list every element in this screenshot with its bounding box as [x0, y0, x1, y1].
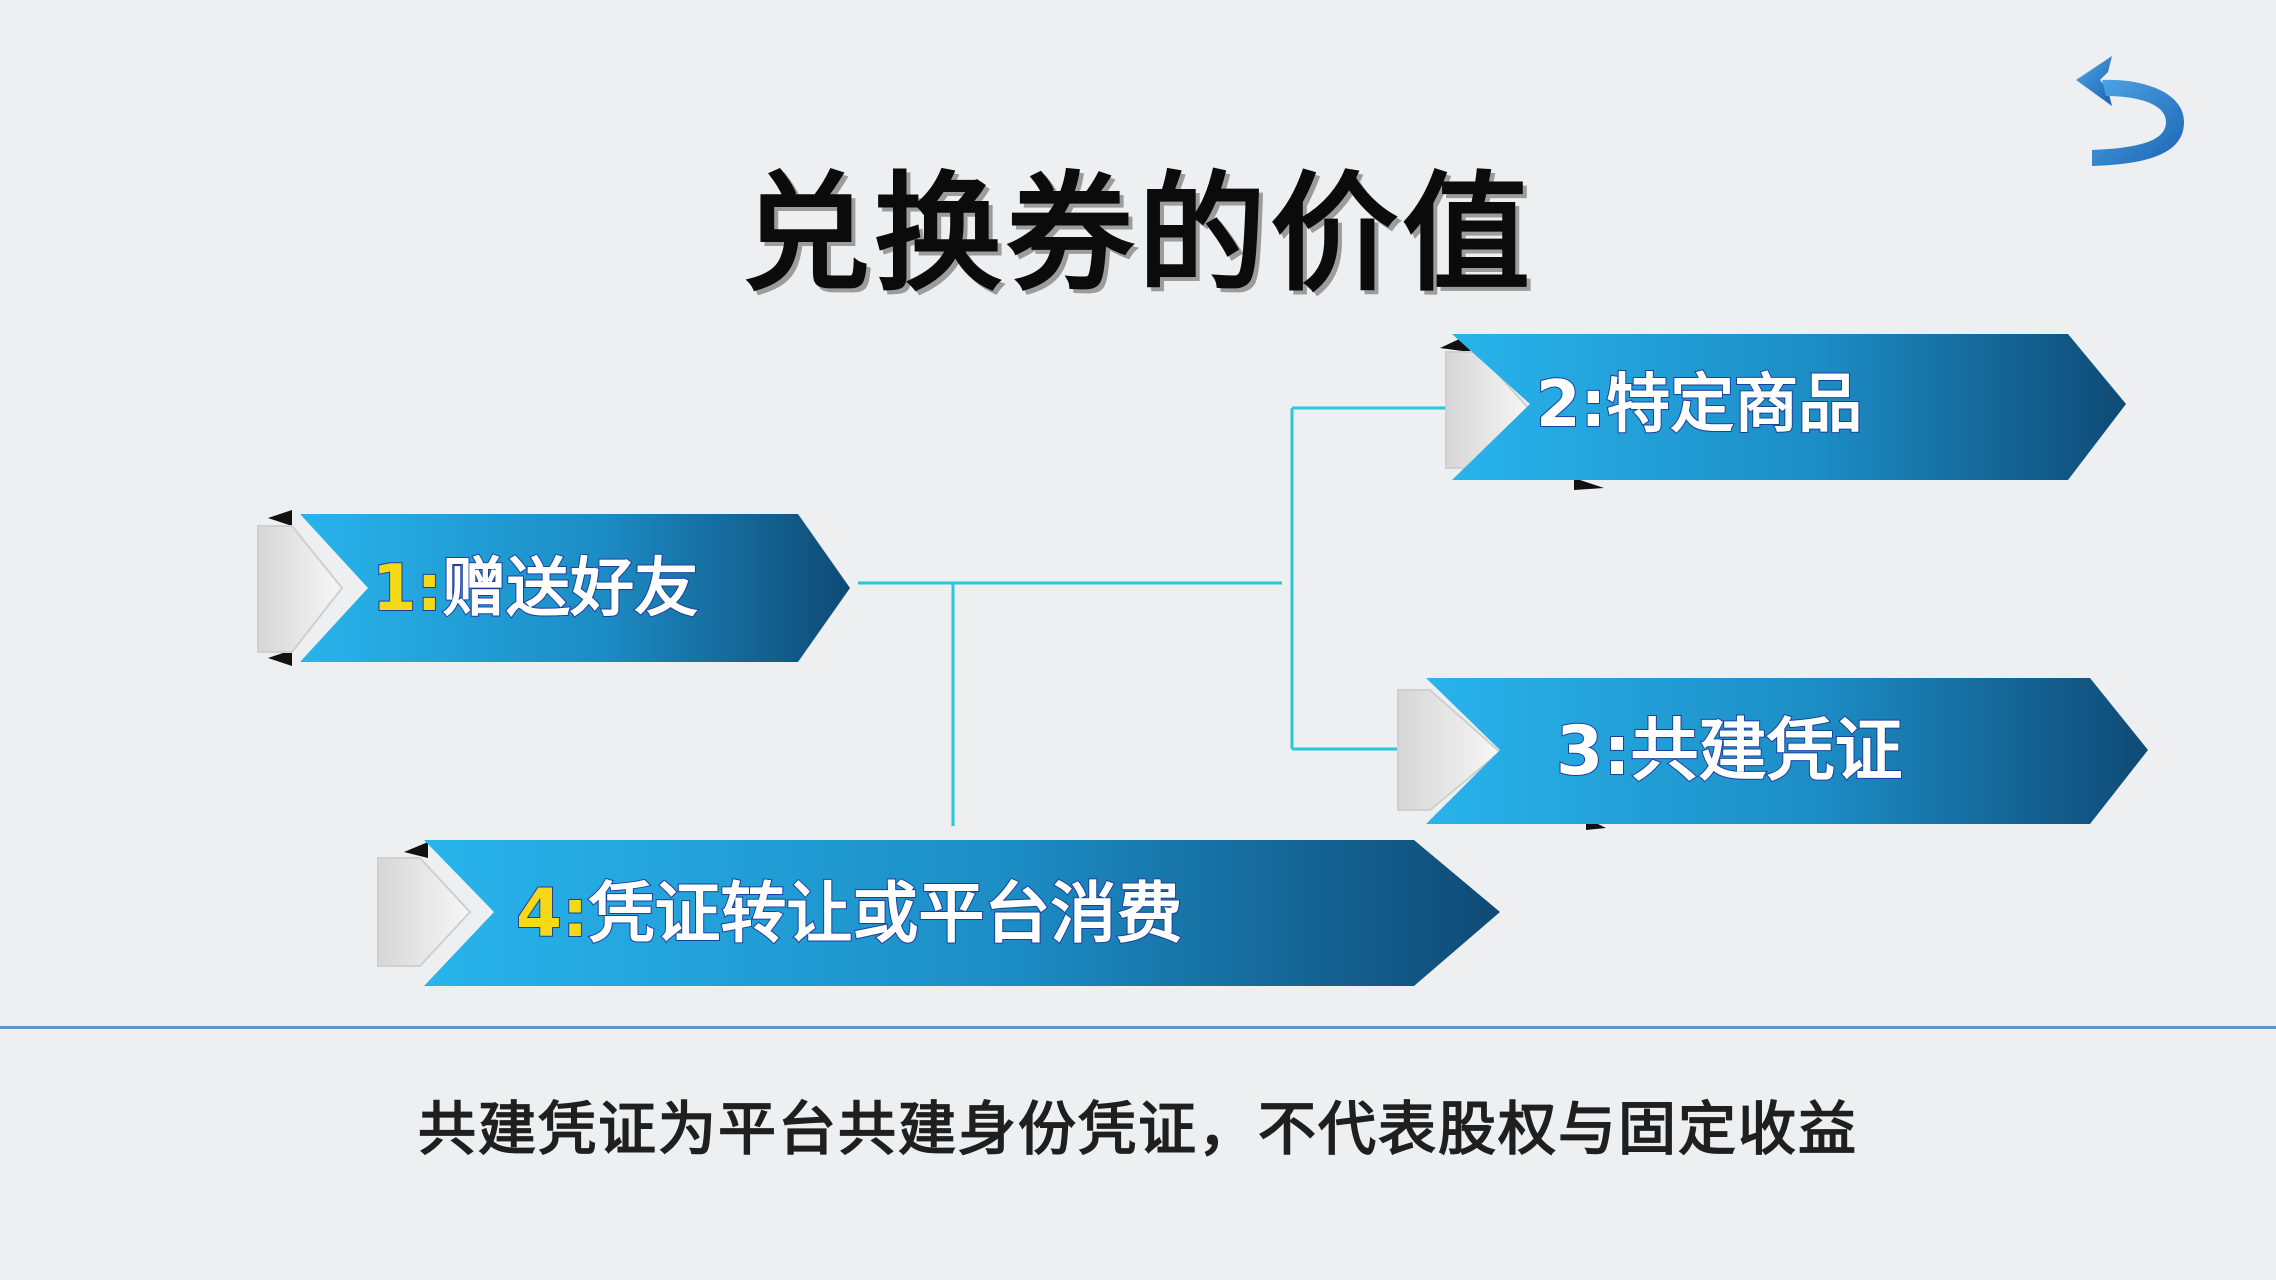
arrow-item-4[interactable]: 4:凭证转让或平台消费: [377, 840, 1500, 986]
back-arrow-icon[interactable]: [2072, 52, 2190, 178]
connector-lines: [858, 406, 1446, 826]
item-2-label: 2:特定商品: [1536, 368, 1862, 442]
item-1-text: 赠送好友: [442, 552, 698, 626]
item-4-label: 4:凭证转让或平台消费: [516, 875, 1182, 952]
item-3-prefix: 3:: [1556, 712, 1631, 791]
page-title: 兑换券的价值: [741, 160, 1534, 309]
item-1-prefix: 1:: [372, 552, 442, 626]
footnote-text: 共建凭证为平台共建身份凭证，不代表股权与固定收益: [417, 1095, 1858, 1163]
item-3-text: 共建凭证: [1631, 712, 1903, 791]
arrow-item-1[interactable]: 1:赠送好友: [257, 510, 850, 666]
divider-line: [0, 1026, 2276, 1029]
arrow-item-3[interactable]: 3:共建凭证: [1397, 678, 2148, 830]
item-4-text: 凭证转让或平台消费: [588, 875, 1182, 952]
item-2-prefix: 2:: [1536, 368, 1606, 442]
item-3-label: 3:共建凭证: [1556, 712, 1903, 791]
item-1-label: 1:赠送好友: [372, 552, 698, 626]
item-2-text: 特定商品: [1606, 368, 1862, 442]
item-4-prefix: 4:: [516, 875, 588, 952]
arrow-item-2[interactable]: 2:特定商品: [1440, 334, 2126, 490]
